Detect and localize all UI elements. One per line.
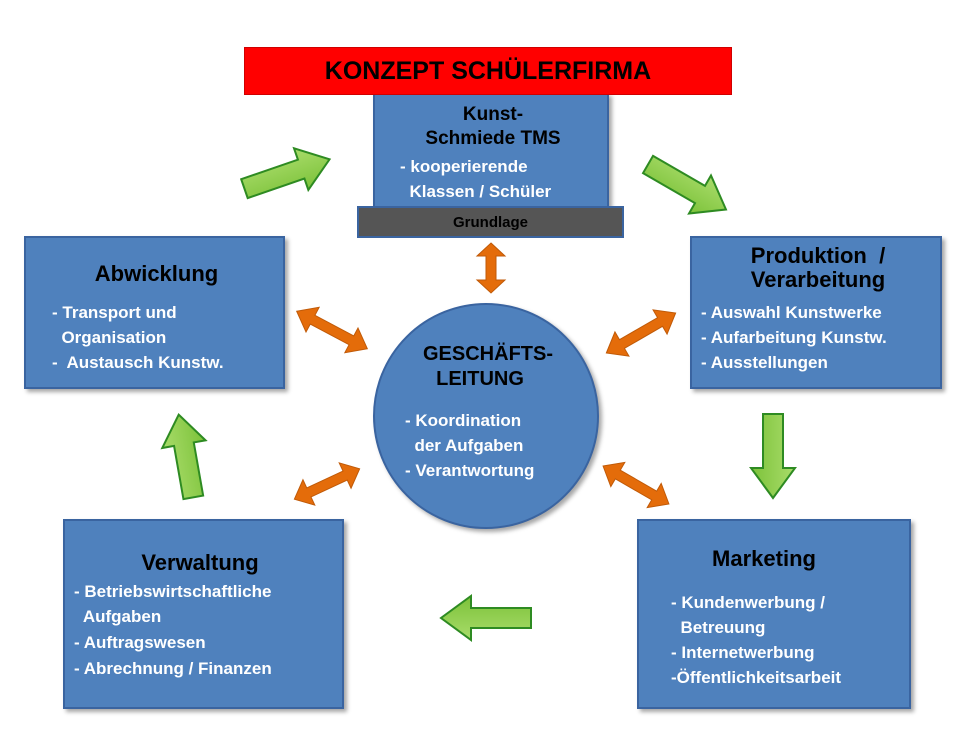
link-arrow-center-top <box>475 242 507 294</box>
kunstschmiede-line-1: - kooperierende <box>400 157 528 176</box>
verwaltung-line-2: Aufgaben <box>74 607 162 626</box>
link-arrow-center-marketing <box>602 461 670 509</box>
link-arrow-center-produktion <box>605 309 677 357</box>
marketing-box: Marketing - Kundenwerbung / Betreuung - … <box>637 519 911 709</box>
abwicklung-line-2: Organisation <box>52 328 167 347</box>
geschaeftsleitung-line-2: der Aufgaben <box>405 436 524 455</box>
produktion-line-3: - Ausstellungen <box>701 353 828 372</box>
marketing-line-1: - Kundenwerbung / <box>671 593 825 612</box>
link-arrow-center-abwicklung <box>295 306 369 354</box>
kunstschmiede-heading-1: Kunst- <box>462 104 524 125</box>
cycle-arrow-abwicklung-to-top <box>239 146 332 200</box>
page-title: KONZEPT SCHÜLERFIRMA <box>244 47 732 95</box>
kunstschmiede-heading-2: Schmiede TMS <box>425 128 561 149</box>
cycle-arrow-top-to-produktion <box>641 154 728 215</box>
verwaltung-line-3: - Auftragswesen <box>74 633 206 652</box>
abwicklung-line-3: - Austausch Kunstw. <box>52 353 224 372</box>
kunstschmiede-line-2: Klassen / Schüler <box>400 182 552 201</box>
verwaltung-line-1: - Betriebswirtschaftliche <box>74 582 272 601</box>
cycle-arrow-marketing-to-verwaltung <box>439 594 532 642</box>
produktion-line-1: - Auswahl Kunstwerke <box>701 303 882 322</box>
marketing-line-2: Betreuung <box>671 618 766 637</box>
marketing-heading: Marketing <box>712 546 816 571</box>
marketing-line-3: - Internetwerbung <box>671 643 815 662</box>
link-arrow-center-verwaltung <box>293 462 361 506</box>
abwicklung-box: Abwicklung - Transport und Organisation … <box>24 236 285 389</box>
verwaltung-line-4: - Abrechnung / Finanzen <box>74 659 272 678</box>
geschaeftsleitung-line-3: - Verantwortung <box>405 461 535 480</box>
verwaltung-box: Verwaltung - Betriebswirtschaftliche Auf… <box>63 519 344 709</box>
kunstschmiede-box: Kunst- Schmiede TMS - kooperierende Klas… <box>373 93 609 211</box>
produktion-line-2: - Aufarbeitung Kunstw. <box>701 328 887 347</box>
verwaltung-heading: Verwaltung <box>141 550 259 575</box>
cycle-arrow-produktion-to-marketing <box>749 413 797 500</box>
grundlage-bar: Grundlage <box>357 206 624 238</box>
produktion-heading-2: Verarbeitung <box>750 267 886 292</box>
produktion-box: Produktion / Verarbeitung - Auswahl Kuns… <box>690 236 942 389</box>
abwicklung-heading: Abwicklung <box>94 261 219 286</box>
geschaeftsleitung-line-1: - Koordination <box>405 411 522 430</box>
marketing-line-4: -Öffentlichkeitsarbeit <box>671 668 842 687</box>
abwicklung-line-1: - Transport und <box>52 303 177 322</box>
geschaeftsleitung-heading-1: GESCHÄFTS- <box>423 343 553 365</box>
cycle-arrow-verwaltung-to-abwicklung <box>160 412 208 501</box>
geschaeftsleitung-heading-2: LEITUNG <box>436 368 524 390</box>
geschaeftsleitung-circle: GESCHÄFTS- LEITUNG - Koordination der Au… <box>373 303 599 529</box>
produktion-heading-1: Produktion / <box>750 243 886 268</box>
